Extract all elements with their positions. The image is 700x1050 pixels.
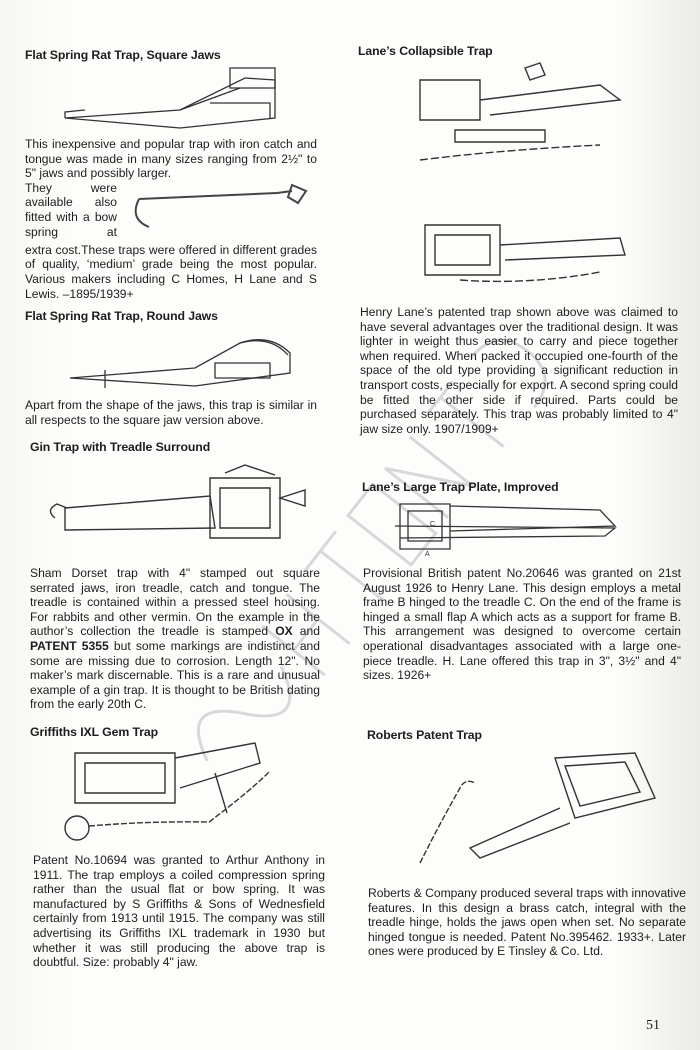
text-float: They were available also fitted with a b… xyxy=(25,180,117,239)
bow-spring-illustration xyxy=(127,181,317,243)
section-text: Apart from the shape of the jaws, this t… xyxy=(25,398,317,427)
large-trap-plate-illustration: C A xyxy=(390,496,620,558)
stamp-ox: OX xyxy=(275,624,293,639)
label-c: C xyxy=(430,521,435,528)
section-title: Gin Trap with Treadle Surround xyxy=(30,440,211,454)
roberts-patent-trap-illustration xyxy=(410,748,660,873)
gin-trap-illustration xyxy=(40,458,320,558)
collapsible-trap-illustrations xyxy=(400,60,640,290)
text-intro: This inexpensive and popular trap with i… xyxy=(25,137,317,181)
section-title: Roberts Patent Trap xyxy=(367,728,482,742)
section-text: Provisional British patent No.20646 was … xyxy=(363,566,681,683)
griffiths-gem-trap-illustration xyxy=(55,738,285,844)
section-title: Griffiths IXL Gem Trap xyxy=(30,725,159,739)
square-jaw-rat-trap-illustration xyxy=(60,58,310,130)
section-text: Sham Dorset trap with 4" stamped out squ… xyxy=(30,566,320,712)
round-jaw-rat-trap-illustration xyxy=(65,328,305,390)
section-text: Patent No.10694 was granted to Arthur An… xyxy=(33,853,325,970)
section-title: Flat Spring Rat Trap, Square Jaws xyxy=(25,48,221,62)
section-text: This inexpensive and popular trap with i… xyxy=(25,137,317,301)
label-a: A xyxy=(425,551,430,558)
section-title: Lane’s Collapsible Trap xyxy=(358,44,493,58)
section-text: Henry Lane’s patented trap shown above w… xyxy=(360,305,678,436)
text-part: but some markings are indistinct and som… xyxy=(30,638,320,712)
text-rest: extra cost.These traps were offered in d… xyxy=(25,242,317,301)
text-part: and xyxy=(292,624,320,639)
section-title: Flat Spring Rat Trap, Round Jaws xyxy=(25,309,218,323)
section-text: Roberts & Company produced several traps… xyxy=(368,886,686,959)
stamp-patent: PATENT 5355 xyxy=(30,638,109,653)
page-number: 51 xyxy=(646,1018,660,1033)
section-title: Lane’s Large Trap Plate, Improved xyxy=(362,480,559,494)
text-part: Sham Dorset trap with 4" stamped out squ… xyxy=(30,566,320,639)
